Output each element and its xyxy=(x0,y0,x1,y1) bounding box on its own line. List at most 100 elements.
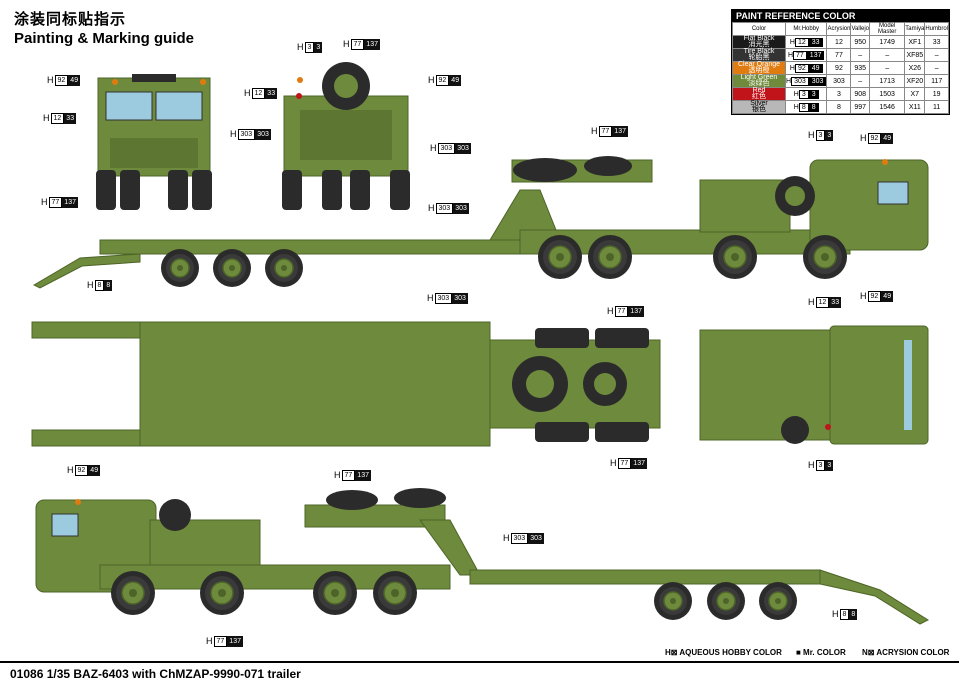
paint-color-name: Silver xyxy=(750,100,768,107)
paint-color-name: Tire Black xyxy=(743,48,775,55)
paint-color-name-cn: 消光黑 xyxy=(748,41,770,48)
callout-code-b: 33 xyxy=(829,297,842,308)
callout-code-a: 8 xyxy=(839,609,850,620)
callout-code-b: 137 xyxy=(227,636,243,647)
callout-code-a: 77 xyxy=(617,458,632,469)
callout-code-b: 303 xyxy=(452,293,468,304)
callout-code-b: 303 xyxy=(455,143,471,154)
hobby-prefix: H xyxy=(793,90,799,98)
paint-color-name-cn: 银色 xyxy=(752,106,766,113)
callout-code-b: 8 xyxy=(104,280,113,291)
hobby-code-a: 77 xyxy=(793,50,807,60)
rear-view-truck xyxy=(282,62,410,210)
legend-mr-color: ■ Mr. COLOR xyxy=(796,648,846,657)
callout-prefix: H xyxy=(430,143,437,153)
callout-code-a: 92 xyxy=(435,75,450,86)
callout-code-b: 3 xyxy=(314,42,323,53)
callout-code-b: 137 xyxy=(355,470,371,481)
callout-code-a: 92 xyxy=(867,291,882,302)
callout-code-a: 92 xyxy=(74,465,89,476)
callout-prefix: H xyxy=(206,636,213,646)
callout-prefix: H xyxy=(87,280,94,290)
callout-code-a: 3 xyxy=(815,130,826,141)
callout-code-a: 303 xyxy=(437,143,456,154)
paint-color-name: Clear Orange xyxy=(737,61,781,68)
callout-prefix: H xyxy=(67,465,74,475)
callout-prefix: H xyxy=(610,458,617,468)
callout-prefix: H xyxy=(591,126,598,136)
callout-code-a: 3 xyxy=(815,460,826,471)
callout-prefix: H xyxy=(244,88,251,98)
legend-aqueous: H⊠ AQUEOUS HOBBY COLOR xyxy=(665,648,782,657)
paint-color-name: Red xyxy=(752,87,766,94)
callout-code-a: 92 xyxy=(867,133,882,144)
col-acrysion: Acrysion xyxy=(826,22,852,36)
hobby-prefix: H xyxy=(789,38,795,46)
callout-code-a: 8 xyxy=(94,280,105,291)
callout-code-a: 303 xyxy=(510,533,529,544)
side-view-left xyxy=(35,488,930,625)
callout-code-b: 49 xyxy=(68,75,81,86)
callout-code-a: 77 xyxy=(614,306,629,317)
paint-color-name-cn: 淡绿色 xyxy=(748,80,770,87)
callout-prefix: H xyxy=(808,130,815,140)
callout-prefix: H xyxy=(427,293,434,303)
paint-cell-acrysion: 8 xyxy=(826,100,852,114)
paint-color-name-cn: 透明橙 xyxy=(748,67,770,74)
callout-code-b: 49 xyxy=(88,465,101,476)
callout-code-b: 137 xyxy=(364,39,380,50)
front-view-truck xyxy=(96,74,212,210)
hobby-code-a: 92 xyxy=(794,63,809,73)
callout-code-a: 77 xyxy=(213,636,228,647)
footer-title: 01086 1/35 BAZ-6403 with ChMZAP-9990-071… xyxy=(10,667,301,681)
callout-code-b: 8 xyxy=(849,609,858,620)
callout-code-a: 77 xyxy=(48,197,63,208)
paint-color-name-cn: 轮胎黑 xyxy=(748,54,770,61)
callout-code-b: 33 xyxy=(64,113,77,124)
callout-prefix: H xyxy=(41,197,48,207)
hobby-prefix: H xyxy=(793,103,799,111)
hobby-prefix: H xyxy=(787,51,793,59)
callout-code-a: 12 xyxy=(50,113,65,124)
callout-prefix: H xyxy=(503,533,510,543)
callout-prefix: H xyxy=(334,470,341,480)
callout-code-b: 137 xyxy=(628,306,644,317)
callout-prefix: H xyxy=(43,113,50,123)
hobby-code-b: 33 xyxy=(808,37,823,47)
paint-table-heading: PAINT REFERENCE COLOR xyxy=(732,10,949,22)
callout-code-a: 303 xyxy=(237,129,256,140)
callout-code-a: 303 xyxy=(434,293,453,304)
